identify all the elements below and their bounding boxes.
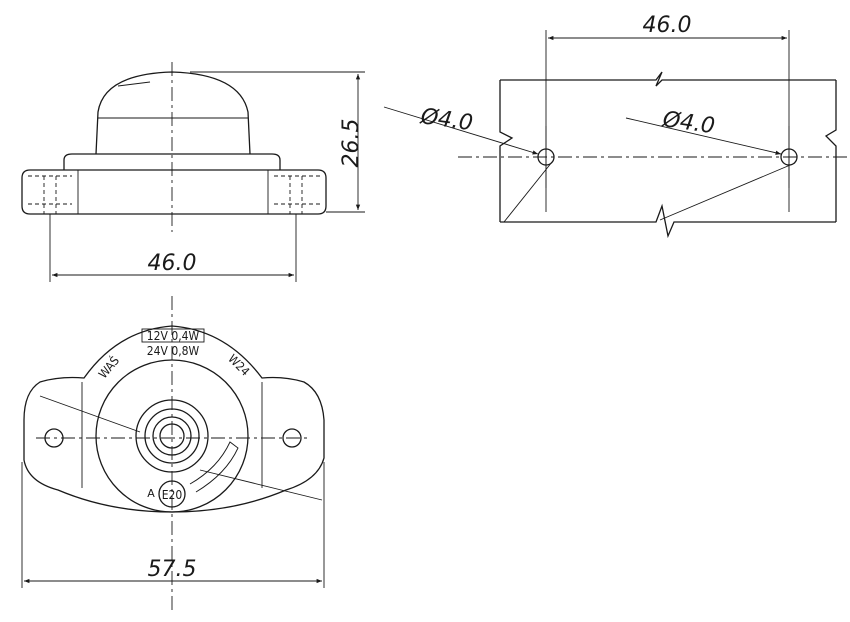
right-mount-hole	[282, 428, 302, 448]
maker-marking: WAŚ	[95, 353, 122, 381]
bottom-outline	[23, 325, 325, 513]
front-height-label: 26.5	[339, 119, 364, 168]
hole-spacing-label: 46.0	[643, 13, 692, 38]
lens-ring-1	[135, 399, 209, 473]
approval-circle	[158, 480, 186, 508]
bottom-view: 12V 0,4W 24V 0,8W WAŚ W24 A E20 57.5	[21, 296, 325, 610]
hidden-holes	[28, 175, 320, 214]
hole-dia-right-label: Ø4.0	[660, 107, 716, 139]
base-flange	[21, 169, 327, 215]
dome	[95, 71, 251, 155]
approval-code: E20	[162, 488, 183, 502]
approval-letter: A	[147, 487, 155, 500]
rating-line-2: 24V 0,8W	[147, 344, 200, 358]
bottom-width-label: 57.5	[148, 557, 197, 582]
front-view: 26.5 46.0	[21, 62, 365, 282]
front-width-label: 46.0	[148, 251, 197, 276]
hole-pattern-view: 46.0 Ø4.0 Ø4.0	[383, 13, 850, 239]
body-step	[63, 153, 281, 170]
rating-line-1: 12V 0,4W	[147, 329, 200, 343]
hole-dia-left-label: Ø4.0	[418, 104, 474, 136]
model-marking: W24	[225, 352, 252, 379]
